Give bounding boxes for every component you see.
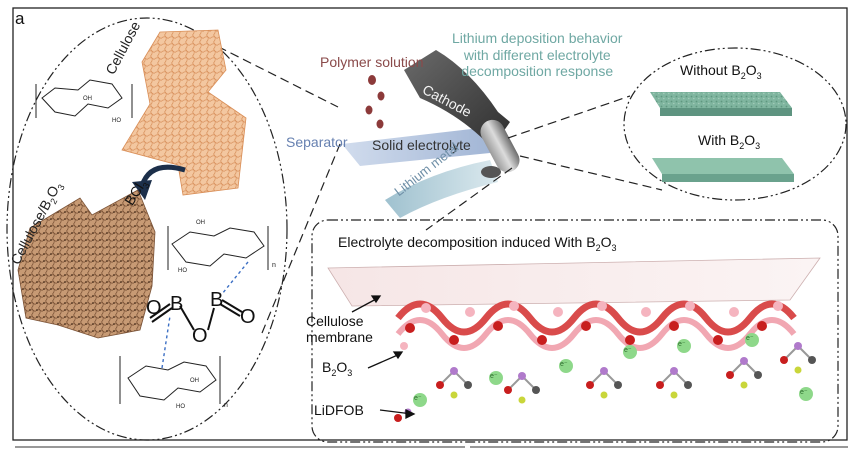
electron-label: e⁻ [746,335,754,342]
atom-o-bridge: O [192,325,208,347]
connector-bottom-right [519,155,663,191]
figure-frame [12,7,848,441]
atom-b-left: B [170,293,184,315]
decomposition-title: Electrolyte decomposition induced With B… [338,234,617,253]
lithium-deposition-label: Lithium deposition behavior with differe… [452,30,623,80]
left-panel-ellipse [6,17,288,441]
bottom-panel-box [311,219,839,443]
connector-bottom-left [261,143,341,334]
electron-label: e⁻ [678,341,686,348]
ho-label-top: HO [112,118,121,124]
lidfob-molecules [394,342,816,422]
cathode-foil [404,50,510,148]
polymer-solution-label: Polymer solution [320,54,424,70]
n-subscript-bottom: n [224,402,228,409]
with-b2o3-label: With B2O3 [698,132,761,151]
n-subscript-middle: n [272,262,276,269]
connector-top-right [507,95,631,139]
without-b2o3-label: Without B2O3 [680,62,762,81]
hydrogen-bonds [161,261,249,369]
b2o3-chain [395,300,797,351]
electron-label: e⁻ [414,395,422,402]
ho-label-middle: HO [178,268,187,274]
b2o3-bonds [149,299,243,331]
panel-letter: a [15,9,25,28]
cellulose-b2o3-sheet [17,189,156,339]
oh-label-middle: OH [196,220,205,226]
atom-b-right: B [210,289,224,311]
right-panel-ellipse [623,47,847,201]
electron-label: e⁻ [800,389,808,396]
atom-o-left: O [146,297,162,319]
cellulose-membrane-sheet [327,257,821,307]
electron-label: e⁻ [560,361,568,368]
b2o3-label: B2O3 [322,359,353,378]
cellulose-sheet [121,29,247,196]
membrane-with-b2o3 [652,158,794,182]
cellulose-structure-top [35,79,133,118]
solid-electrolyte-label: Solid electrolyte [372,137,471,153]
label-arrows [351,295,416,420]
cellulose-structure-middle [167,226,269,270]
cellulose-structure-bottom [119,356,221,404]
separator-label: Separator [286,134,348,150]
electron-label: e⁻ [490,373,498,380]
connector-down [425,167,513,231]
polymer-droplets [365,75,385,129]
roller [480,119,520,178]
ho-label-bottom: HO [176,404,185,410]
separator-film [342,128,500,166]
electron-markers [413,333,813,407]
lithium-metal-foil [385,160,498,218]
cellulose-membrane-label: Cellulose membrane [306,313,373,346]
atom-o-right: O [240,306,256,328]
membrane-without-b2o3 [650,92,792,116]
oh-label-top: OH [83,96,92,102]
electron-label: e⁻ [624,347,632,354]
oh-label-bottom: OH [190,378,199,384]
lidfob-label: LiDFOB [314,402,364,418]
